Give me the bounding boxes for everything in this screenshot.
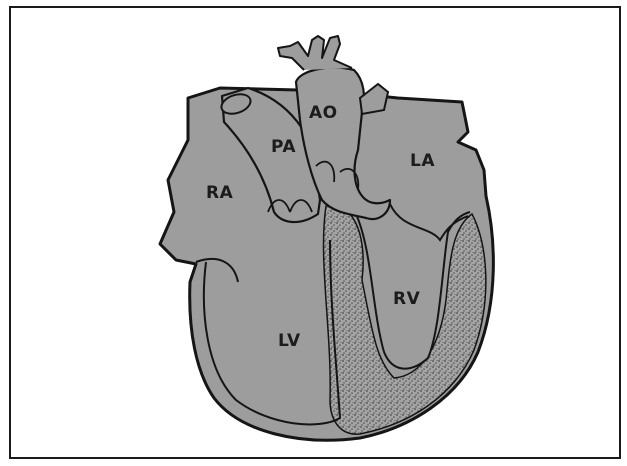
label-lv: LV (278, 331, 301, 351)
label-rv: RV (393, 289, 421, 309)
label-pa: PA (271, 137, 296, 157)
aortic-arch-branches (278, 36, 352, 70)
label-la: LA (410, 151, 435, 171)
label-ra: RA (206, 183, 234, 203)
label-ao: AO (309, 103, 338, 123)
